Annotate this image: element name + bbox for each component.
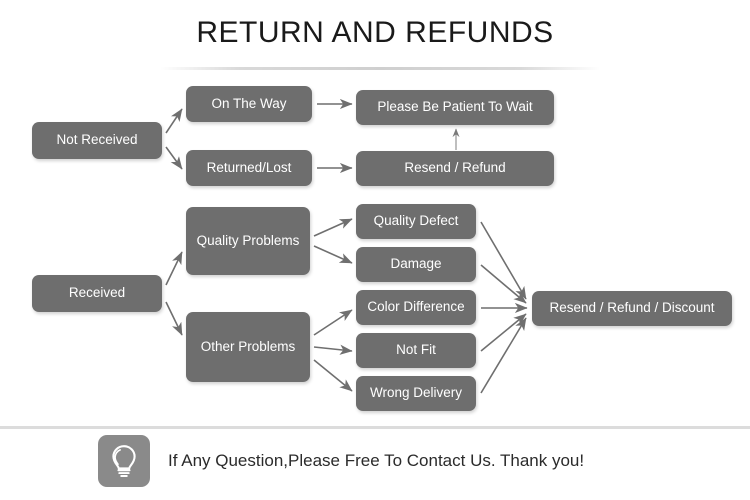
title-divider: [160, 67, 600, 70]
node-not-fit[interactable]: Not Fit: [356, 333, 476, 368]
edge-other-problems-to-color-difference: [313, 309, 353, 336]
node-returned-lost[interactable]: Returned/Lost: [186, 150, 312, 186]
page-title: RETURN AND REFUNDS: [196, 16, 554, 49]
node-resend-refund-discount[interactable]: Resend / Refund / Discount: [532, 291, 732, 326]
node-wrong-delivery[interactable]: Wrong Delivery: [356, 376, 476, 411]
lightbulb-icon: [98, 435, 150, 487]
node-other-problems[interactable]: Other Problems: [186, 312, 310, 382]
node-resend-refund[interactable]: Resend / Refund: [356, 151, 554, 186]
node-damage[interactable]: Damage: [356, 247, 476, 282]
edge-not-received-to-on-the-way: [165, 108, 183, 134]
footer: If Any Question,Please Free To Contact U…: [98, 435, 584, 487]
node-quality-defect[interactable]: Quality Defect: [356, 204, 476, 239]
edge-not-received-to-returned-lost: [165, 146, 183, 170]
node-received[interactable]: Received: [32, 275, 162, 312]
node-quality-problems[interactable]: Quality Problems: [186, 207, 310, 275]
footer-divider: [0, 426, 750, 429]
node-not-received[interactable]: Not Received: [32, 122, 162, 159]
edge-damage-to-final: [480, 264, 527, 304]
edge-quality-defect-to-final: [480, 221, 527, 300]
edge-quality-problems-to-damage: [313, 245, 353, 264]
node-color-difference[interactable]: Color Difference: [356, 290, 476, 325]
node-please-be-patient-to-wait[interactable]: Please Be Patient To Wait: [356, 90, 554, 125]
footer-text: If Any Question,Please Free To Contact U…: [168, 451, 585, 470]
edge-quality-problems-to-quality-defect: [313, 218, 353, 237]
node-on-the-way[interactable]: On The Way: [186, 86, 312, 122]
edge-wrong-delivery-to-final: [480, 317, 527, 394]
edge-received-to-quality-problems: [165, 251, 183, 286]
edge-received-to-other-problems: [165, 301, 183, 336]
edge-other-problems-to-not-fit: [313, 344, 353, 355]
edge-other-problems-to-wrong-delivery: [313, 359, 353, 392]
edge-not-fit-to-final: [480, 313, 527, 352]
